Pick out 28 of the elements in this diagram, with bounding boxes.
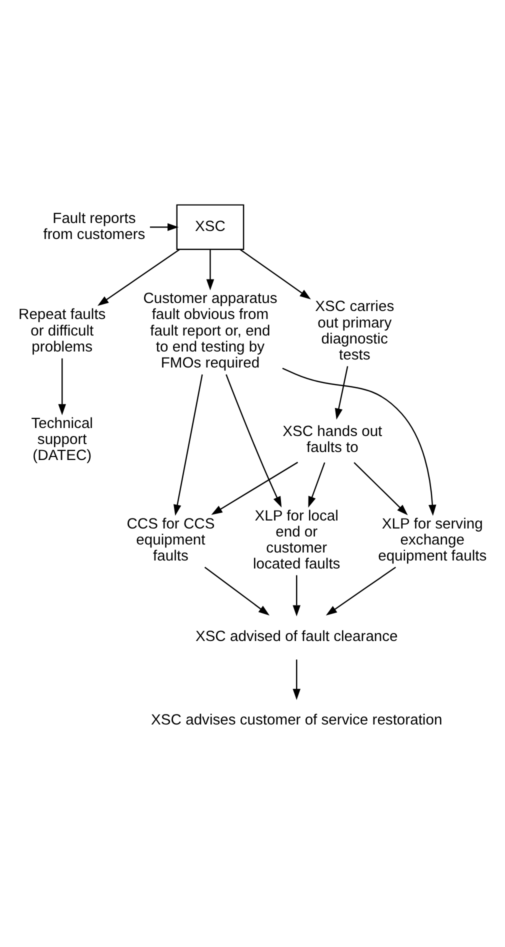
node-text: XSC carries out primary diagnostic tests [315,298,394,363]
arrow [334,366,348,420]
node-text: Repeat faults or difficult problems [18,306,106,355]
node-text: XSC hands out faults to [282,423,382,456]
arrow [240,248,311,299]
arrow [292,574,301,616]
arrow [292,659,301,700]
arrow [150,222,179,231]
arrow [226,374,282,508]
node-text: Technical support (DATEC) [31,415,93,464]
node-text: XLP for local end or customer located faults [253,508,340,572]
node-box: XSC [176,204,244,250]
arrow [206,248,214,290]
arrow [204,566,270,616]
arrow [174,374,203,516]
arrow [308,462,326,508]
arrow [282,367,436,516]
node-text: Fault reports from customers [43,210,146,242]
arrow [58,358,66,415]
node-text: CCS for CCS equipment faults [126,516,215,564]
arrow [326,566,396,615]
arrow [354,462,408,515]
arrow [98,248,180,306]
node-text: Customer apparatus fault obvious from fault report or, end to end testing by FMOs required [143,290,278,371]
node-text: XSC advised of fault clearance [195,628,398,644]
arrow [211,461,298,514]
node-text: XSC advises customer of service restoration [151,712,442,728]
node-text: XLP for serving exchange equipment faults [378,516,487,564]
